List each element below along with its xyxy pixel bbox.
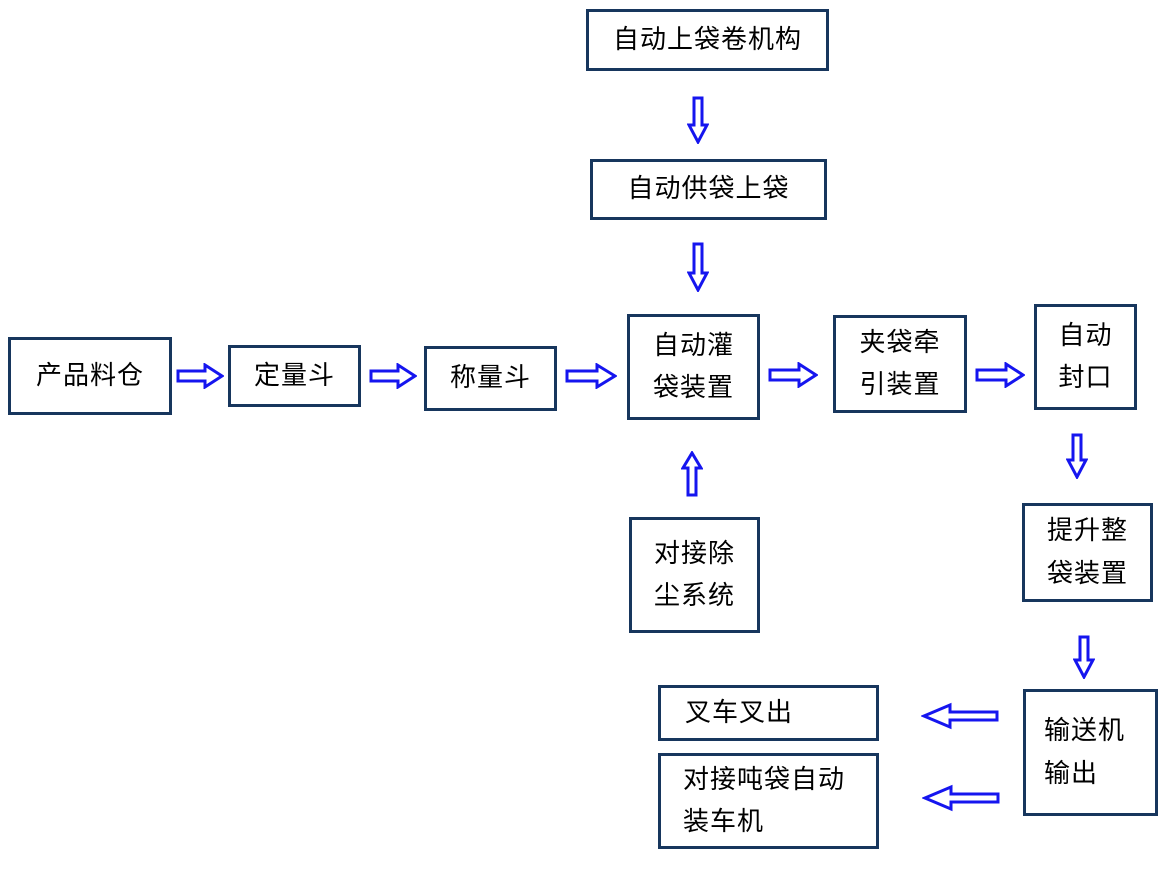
node-label: 定量斗 xyxy=(253,360,335,390)
arrow-left-icon xyxy=(921,702,999,730)
node-label-line1: 对接除 xyxy=(653,538,735,568)
node-label-line2: 输出 xyxy=(1044,758,1099,788)
node-label-line1: 输送机 xyxy=(1044,716,1126,746)
node-dust-removal-system: 对接除 尘系统 xyxy=(629,517,760,633)
arrow-right-icon xyxy=(176,363,224,389)
node-label: 称量斗 xyxy=(449,363,531,393)
arrow-down-icon xyxy=(687,96,709,144)
node-label-line2: 封口 xyxy=(1058,363,1113,392)
node-auto-sealing: 自动 封口 xyxy=(1034,304,1137,410)
arrow-right-icon xyxy=(565,363,617,389)
node-lift-whole-bag-device: 提升整 袋装置 xyxy=(1022,503,1153,602)
node-label-line2: 袋装置 xyxy=(652,373,734,402)
node-ton-bag-truck-loader: 对接吨袋自动 装车机 xyxy=(658,753,879,849)
node-label-line2: 引装置 xyxy=(859,370,941,399)
arrow-right-icon xyxy=(369,363,417,389)
arrow-right-icon xyxy=(768,362,818,388)
arrow-left-icon xyxy=(922,784,1000,812)
node-label: 自动供袋上袋 xyxy=(627,174,790,204)
node-product-silo: 产品料仓 xyxy=(8,337,172,415)
node-bag-clamp-traction: 夹袋牵 引装置 xyxy=(833,315,967,413)
node-auto-filling-device: 自动灌 袋装置 xyxy=(627,314,760,420)
arrow-up-icon xyxy=(681,451,703,497)
node-auto-bag-supply: 自动供袋上袋 xyxy=(590,159,827,220)
node-label-line2: 装车机 xyxy=(683,807,765,836)
node-label: 产品料仓 xyxy=(35,360,144,390)
arrow-right-icon xyxy=(975,362,1025,388)
node-label-line1: 对接吨袋自动 xyxy=(683,764,846,794)
node-forklift-out: 叉车叉出 xyxy=(658,685,879,741)
node-dosing-hopper: 定量斗 xyxy=(228,345,361,407)
node-label-line2: 尘系统 xyxy=(653,581,735,610)
node-auto-bag-roll-mechanism: 自动上袋卷机构 xyxy=(586,9,829,71)
node-label-line1: 自动灌 xyxy=(652,330,734,360)
node-label-line1: 自动 xyxy=(1058,320,1113,350)
arrow-down-icon xyxy=(1073,635,1095,679)
node-label: 叉车叉出 xyxy=(685,697,794,727)
node-label-line2: 袋装置 xyxy=(1046,558,1128,588)
node-label-line1: 夹袋牵 xyxy=(859,327,941,357)
node-conveyor-output: 输送机 输出 xyxy=(1023,689,1158,816)
arrow-down-icon xyxy=(1066,433,1088,479)
node-label-line1: 提升整 xyxy=(1046,516,1128,546)
arrow-down-icon xyxy=(687,242,709,292)
node-label: 自动上袋卷机构 xyxy=(612,24,802,54)
node-weighing-hopper: 称量斗 xyxy=(424,346,557,411)
